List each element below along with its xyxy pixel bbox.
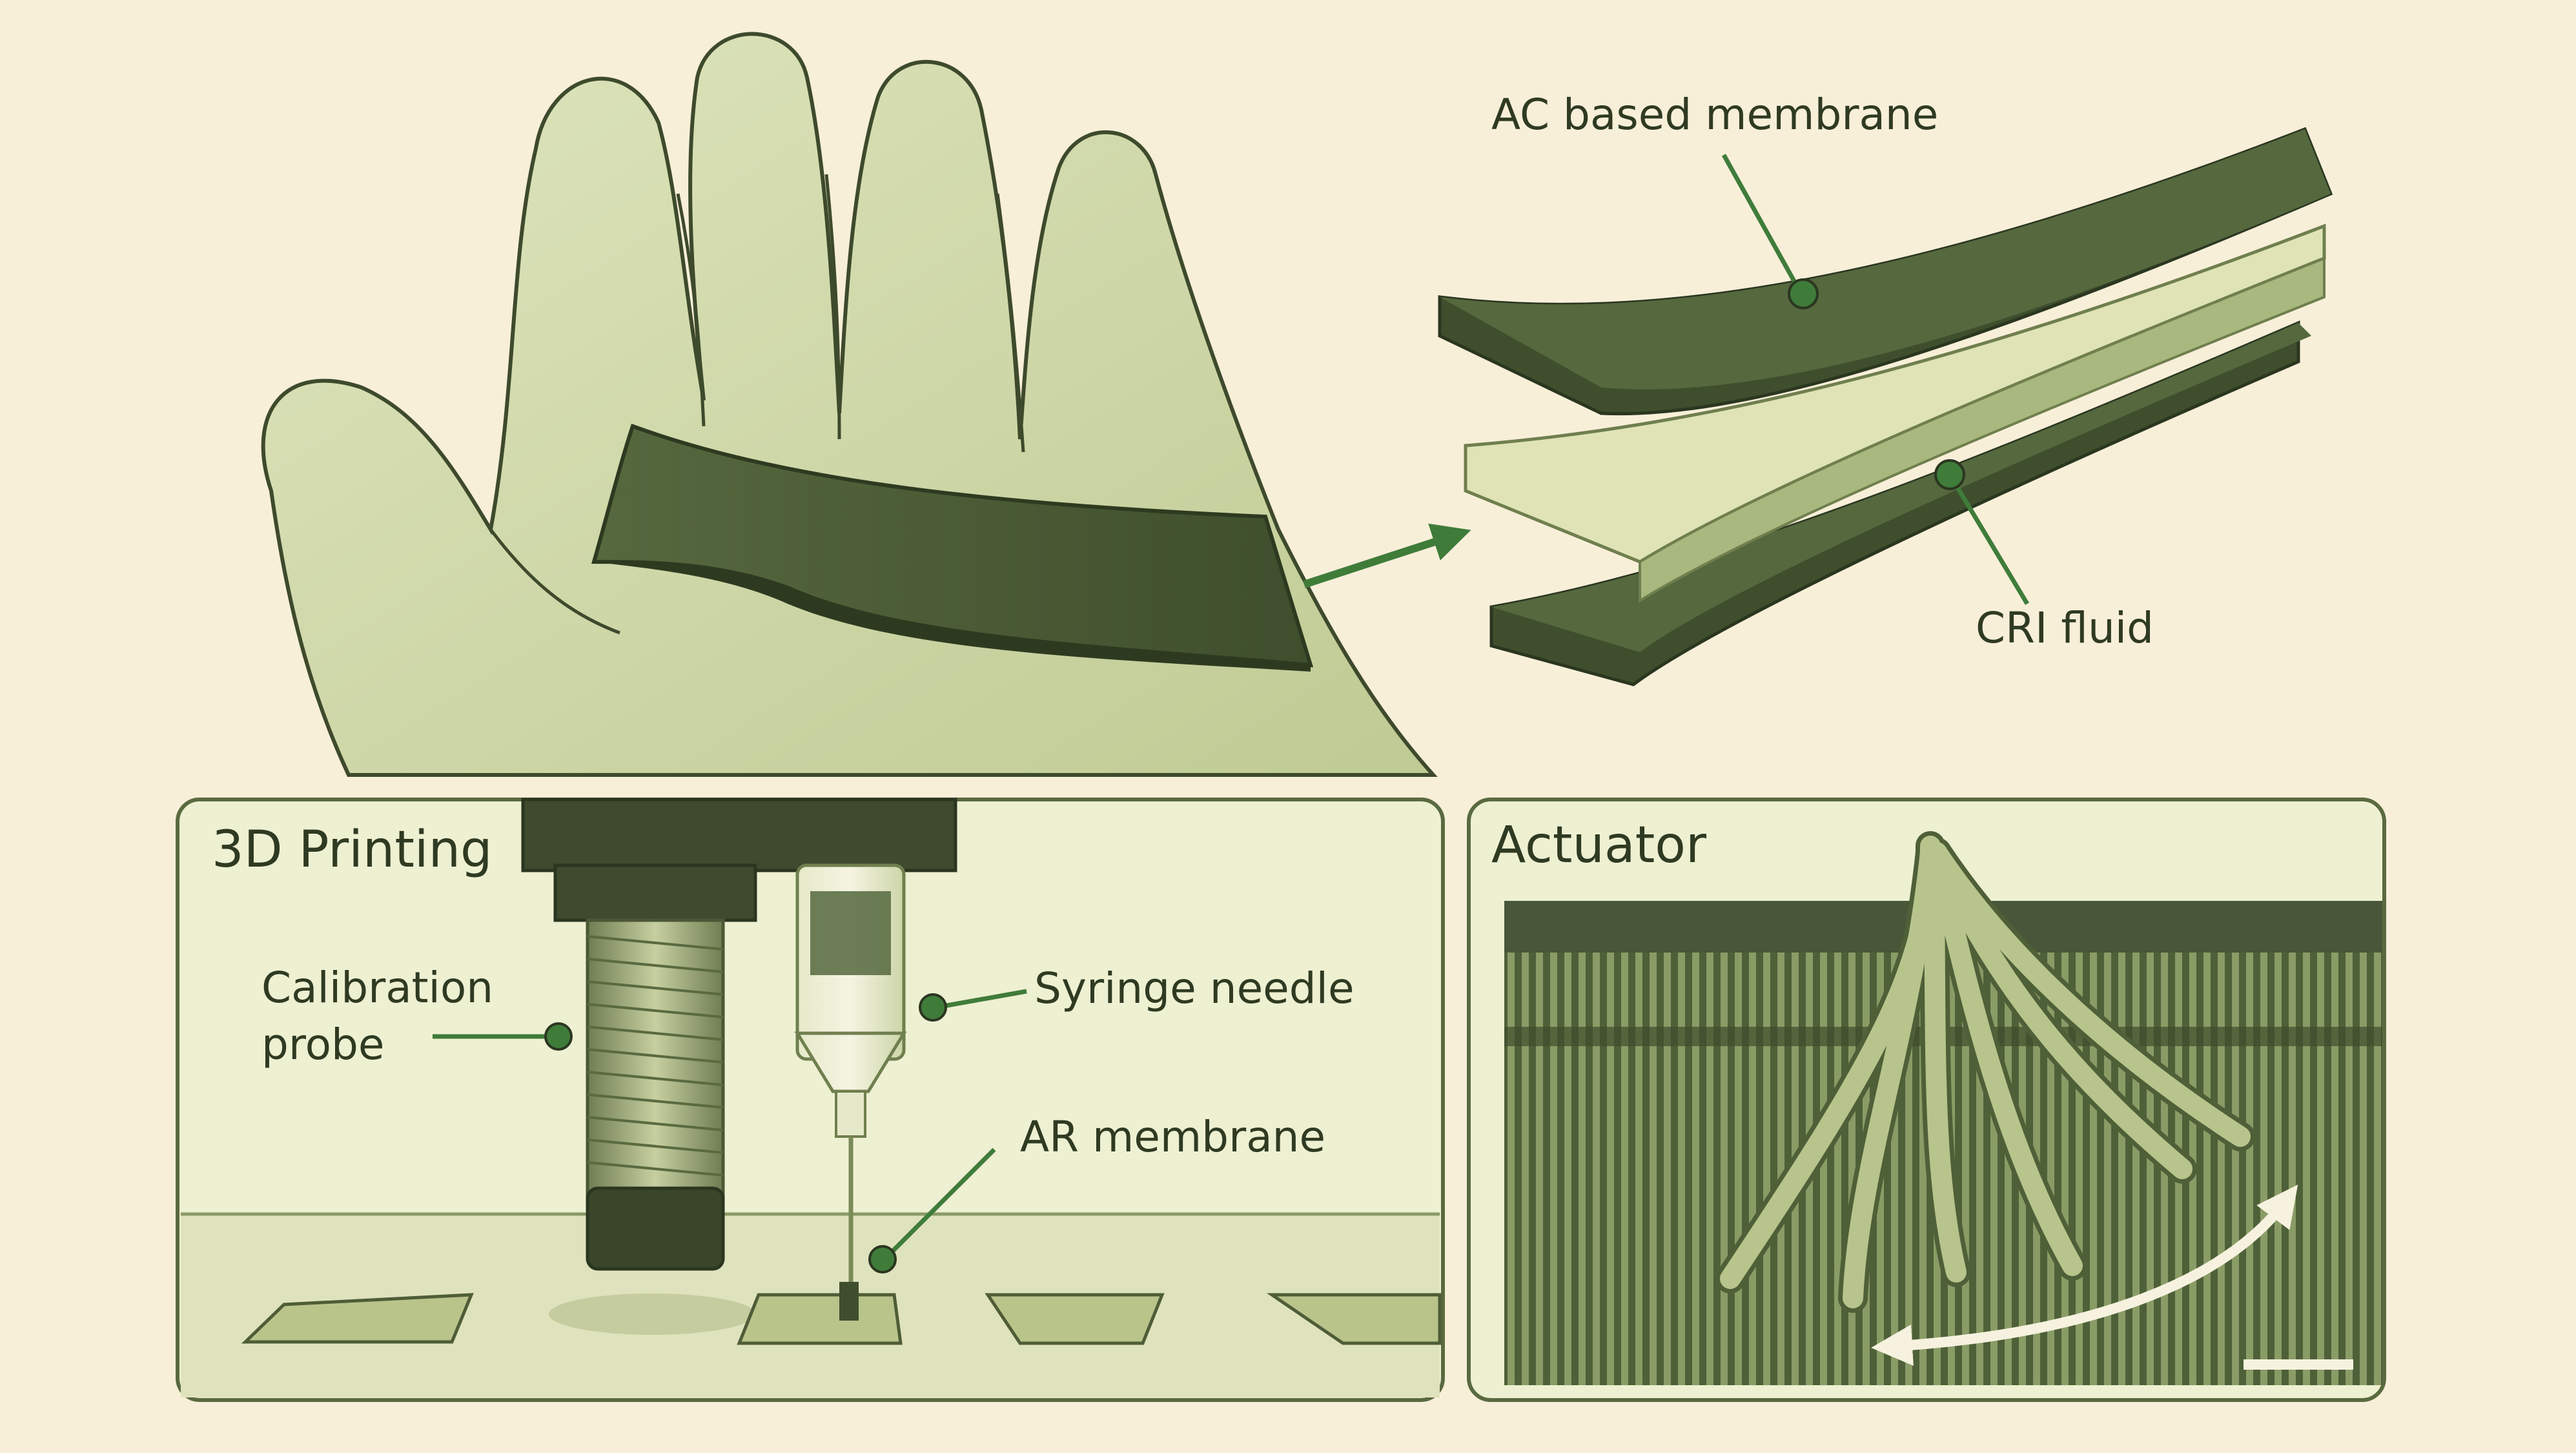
cri-fluid-marker: [1934, 459, 1965, 490]
print-head-housing: [521, 798, 957, 872]
motion-arrow: [1871, 1184, 2298, 1366]
ar-membrane-marker: [868, 1245, 897, 1273]
label-ar-membrane: AR membrane: [1020, 1112, 1325, 1162]
substrate-pad-1: [241, 1293, 474, 1344]
label-cri-fluid: CRI fluid: [1976, 603, 2154, 653]
label-ac-membrane: AC based membrane: [1491, 90, 1938, 139]
panel-title-printing: 3D Printing: [212, 821, 493, 879]
transition-arrow: [1303, 523, 1471, 588]
ac-membrane-marker: [1788, 278, 1819, 309]
panel-actuator: Actuator: [1467, 798, 2386, 1402]
label-calibration-probe-2: probe: [261, 1020, 384, 1069]
label-syringe-needle: Syringe needle: [1034, 964, 1354, 1013]
membrane-strip: [591, 424, 1314, 668]
actuator-fibres: [1715, 831, 2255, 1313]
substrate-pad-2: [737, 1293, 903, 1345]
label-calibration-probe-1: Calibration: [261, 963, 493, 1013]
calibration-probe-marker: [544, 1022, 573, 1051]
gloved-hand-illustration: [261, 32, 1438, 777]
panel-title-actuator: Actuator: [1491, 816, 1707, 874]
membrane-layer-stack: [1438, 127, 2333, 686]
scale-bar: [2244, 1359, 2353, 1370]
syringe-needle-marker: [919, 993, 947, 1022]
substrate-pad-3: [985, 1293, 1165, 1345]
panel-3d-printing: 3D Printing Calibration probe Syringe ne…: [176, 798, 1445, 1402]
substrate-pad-4: [1266, 1293, 1442, 1345]
